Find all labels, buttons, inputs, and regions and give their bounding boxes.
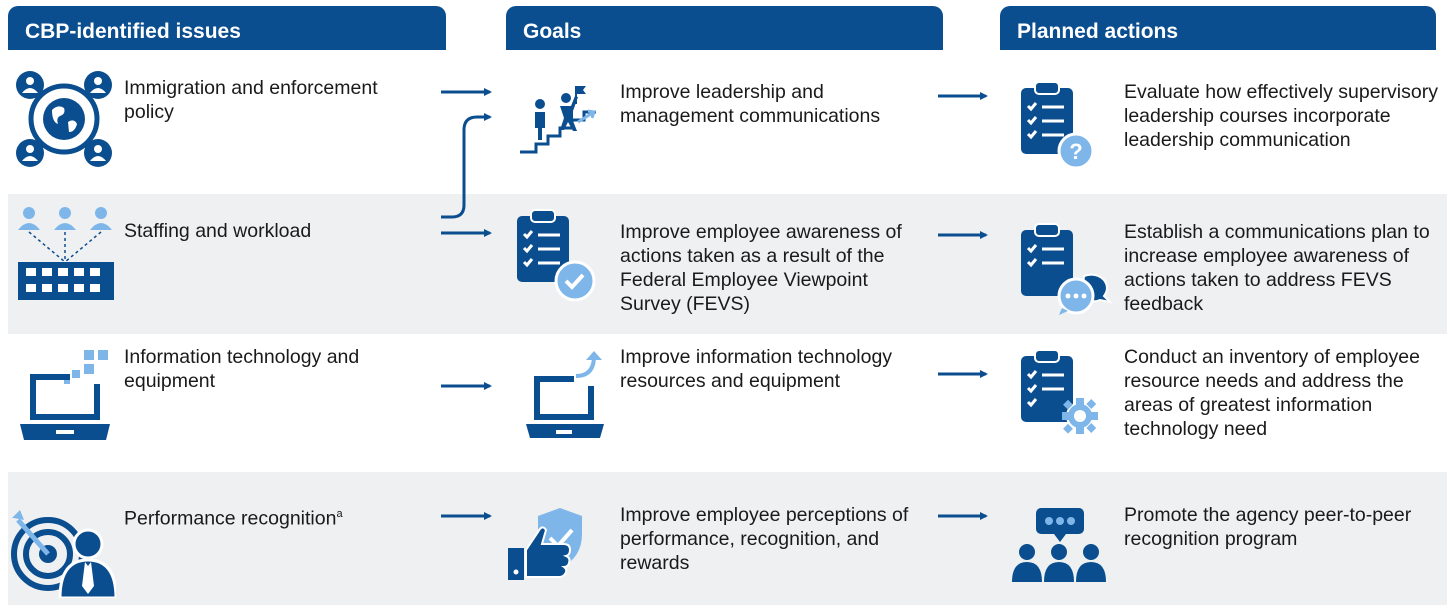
group-speech-icon: [1012, 506, 1106, 589]
clipboard-check-icon: [514, 208, 598, 307]
laptop-upgrade-icon: [526, 350, 608, 445]
issue-text-3: Information technology and equipment: [124, 346, 360, 392]
action-text-3: Conduct an inventory of employee resourc…: [1124, 346, 1420, 440]
clipboard-gear-icon: [1018, 348, 1102, 443]
action-text-1: Evaluate how effectively supervisory lea…: [1124, 81, 1438, 151]
header-actions: Planned actions: [1000, 6, 1436, 50]
connector-staffing-to-goal-1: [441, 113, 492, 219]
issue-label-4: Performance recognition: [124, 507, 337, 530]
row-band-performance: [8, 472, 1447, 605]
clipboard-chat-icon: [1018, 222, 1114, 321]
goal-text-3: Improve information technology resources…: [620, 346, 893, 392]
row-band-staffing: [8, 194, 1447, 334]
issue-text-1: Immigration and enforcement policy: [124, 77, 378, 123]
issue-text-2: Staffing and workload: [124, 220, 312, 242]
svg-text:?: ?: [1069, 139, 1082, 164]
header-issues: CBP-identified issues: [8, 6, 446, 50]
people-building-icon: [14, 204, 116, 307]
goal-text-2: Improve employee awareness of actions ta…: [620, 221, 902, 315]
clipboard-question-icon: ?: [1018, 80, 1096, 177]
goal-text-1: Improve leadership and management commun…: [620, 81, 881, 127]
issue-text-4: Performance recognitiona: [124, 502, 424, 531]
action-text-2: Establish a communications plan to incre…: [1124, 221, 1430, 315]
goal-text-4: Improve employee perceptions of performa…: [620, 504, 909, 574]
thumbs-up-shield-icon: [506, 506, 604, 589]
globe-people-network-icon: [14, 70, 114, 173]
header-goals: Goals: [506, 6, 943, 50]
laptop-pixels-icon: [18, 348, 112, 447]
action-text-4: Promote the agency peer-to-peer recognit…: [1124, 504, 1412, 550]
stairs-climb-flag-icon: [518, 82, 604, 159]
target-person-icon: [10, 508, 118, 603]
footnote-marker-a: a: [336, 508, 343, 520]
